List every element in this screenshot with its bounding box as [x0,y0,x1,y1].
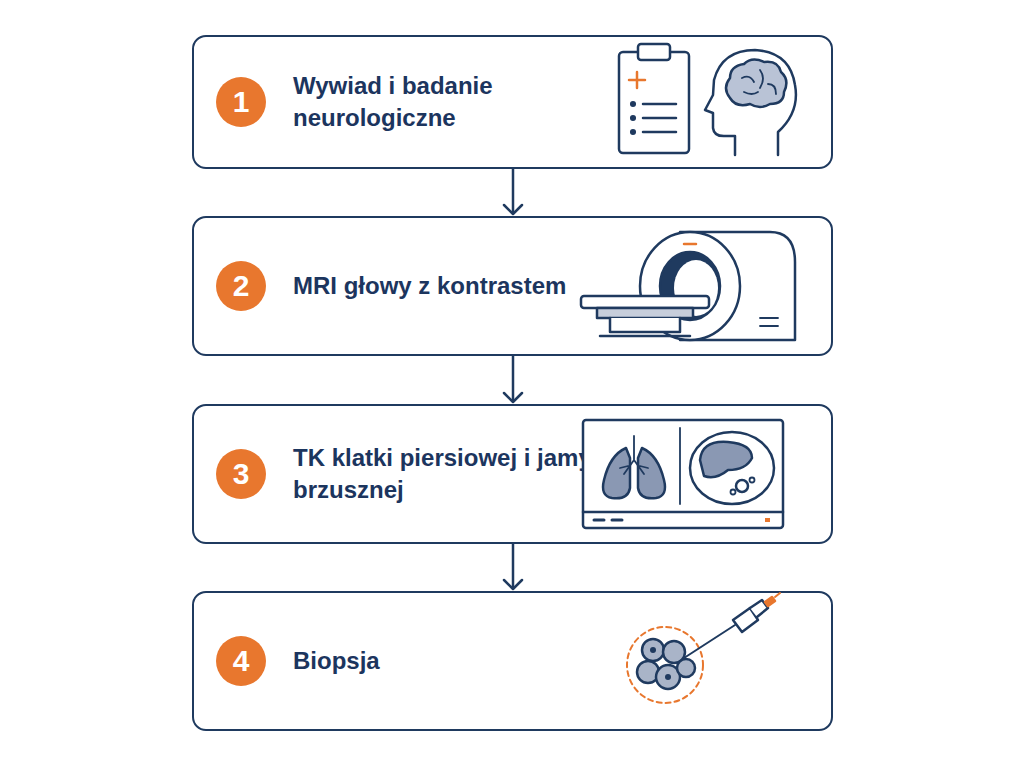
mri-bore [660,252,720,320]
cell [663,641,685,663]
process-box: TK klatki piersiowej i jamy brzusznej 3 [192,404,833,544]
bullet [631,116,635,120]
step-number: 1 [233,87,250,117]
organ [736,480,748,492]
liver [700,442,752,477]
needle [684,625,735,658]
mri-table-leg [610,318,680,332]
step-number: 3 [233,459,250,489]
arrow-line [512,544,515,589]
step-number-circle: 3 [216,449,266,499]
mri-line [760,317,778,319]
list-line [643,131,676,134]
clipboard-icon [619,44,689,153]
step-number: 4 [233,646,250,676]
syringe [750,600,768,617]
needle-hub [733,608,758,632]
flow-arrow [504,544,522,589]
monitor-mark [612,519,622,522]
cross-v [636,72,639,88]
arrow-head [504,393,522,402]
organ [750,478,755,483]
mri-table-base [597,308,693,318]
step-label: Wywiad i badanie neurologiczne [293,70,593,134]
step-number: 2 [233,271,250,301]
monitor-dot [765,518,770,522]
ct-monitor-icon [583,420,783,528]
mri-table [581,296,709,308]
flow-arrow [504,169,522,214]
arrow-head [504,205,522,214]
step-label: MRI głowy z kontrastem [293,270,593,302]
clipboard-board [619,52,689,153]
cell [637,661,659,683]
list-line [643,103,676,106]
plunger [765,597,775,606]
bullet [631,102,635,106]
arrow-line [512,169,515,214]
lung-left [603,448,630,498]
head-icon [705,50,796,155]
process-box: Wywiad i badanie neurologiczne 1 [192,35,833,169]
step-label: TK klatki piersiowej i jamy brzusznej [293,442,593,506]
step-number-circle: 4 [216,636,266,686]
monitor-divider [679,428,681,504]
mri-table-foot [600,335,690,338]
mri-body [680,232,795,340]
cell [677,659,695,677]
cross-h [629,79,645,82]
nucleus [650,647,656,653]
cell [656,665,680,689]
process-box: Biopsja 4 [192,591,833,731]
arrow-head [504,580,522,589]
cell [642,639,664,661]
nucleus [665,674,671,680]
step-number-circle: 2 [216,261,266,311]
list-line [643,117,676,120]
mri-ring [640,232,740,340]
mri-mark [684,243,696,246]
biopsy-icon [627,593,780,703]
head-outline [705,50,796,155]
sample-area [627,627,703,703]
mri-icon [581,232,795,340]
brain [726,59,786,107]
process-box: MRI głowy z kontrastem 2 [192,216,833,356]
bullet [631,130,635,134]
flow-arrow [504,356,522,402]
mri-bore-light [674,260,718,316]
monitor-mark [594,519,604,522]
abdomen-outline [690,432,774,504]
brain-folds [742,70,776,94]
organ [731,490,736,495]
step-label: Biopsja [293,645,593,677]
monitor-frame [583,420,783,528]
clipboard-clip [638,44,670,60]
monitor-bar [583,511,783,514]
lung-right [638,448,665,498]
mri-line [760,325,778,327]
trachea [620,436,648,474]
step-number-circle: 1 [216,77,266,127]
plunger-tip [775,593,780,597]
arrow-line [512,356,515,402]
